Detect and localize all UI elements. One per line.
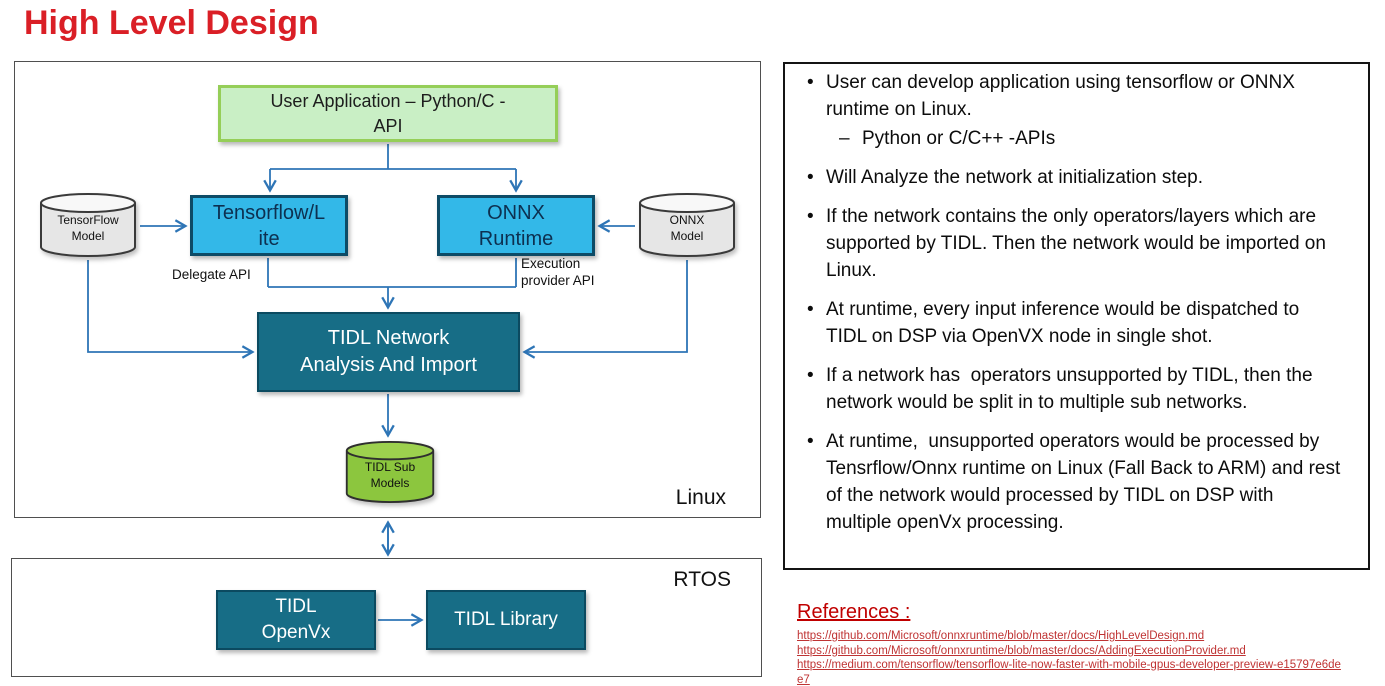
bullet-text: At runtime, every input inference would … bbox=[826, 299, 1305, 347]
bullet-item: If the network contains the only operato… bbox=[799, 203, 1344, 284]
references-section: References : https://github.com/Microsof… bbox=[797, 601, 1342, 686]
tidl-network-node: TIDL Network Analysis And Import bbox=[257, 312, 520, 392]
bullet-item: At runtime, every input inference would … bbox=[799, 296, 1344, 350]
tidl-library-node: TIDL Library bbox=[426, 590, 586, 650]
sub-bullet-text: Python or C/C++ -APIs bbox=[862, 128, 1056, 149]
reference-link[interactable]: https://github.com/Microsoft/onnxruntime… bbox=[797, 630, 1205, 642]
bullet-text: User can develop application using tenso… bbox=[826, 72, 1301, 120]
tidl-sub-models-label: TIDL Sub Models bbox=[364, 460, 416, 490]
bullet-item: At runtime, unsupported operators would … bbox=[799, 428, 1344, 536]
reference-link[interactable]: https://github.com/Microsoft/onnxruntime… bbox=[797, 644, 1246, 657]
onnx-model-cylinder: ONNX Model bbox=[637, 192, 737, 258]
bullet-item: Will Analyze the network at initializati… bbox=[799, 164, 1344, 191]
linux-panel: Linux bbox=[14, 61, 761, 518]
references-list: https://github.com/Microsoft/onnxruntime… bbox=[797, 629, 1342, 686]
bullet-item: User can develop application using tenso… bbox=[799, 69, 1344, 152]
notes-panel: User can develop application using tenso… bbox=[783, 62, 1370, 570]
tensorflow-lite-node: Tensorflow/L ite bbox=[190, 195, 348, 256]
cylinder-shape bbox=[639, 193, 735, 257]
rtos-label: RTOS bbox=[673, 568, 731, 591]
tensorflow-model-cylinder: TensorFlow Model bbox=[38, 192, 138, 258]
tensorflow-model-label: TensorFlow Model bbox=[57, 213, 119, 243]
bullet-text: If a network has operators unsupported b… bbox=[826, 365, 1318, 413]
bullet-text: Will Analyze the network at initializati… bbox=[826, 167, 1204, 188]
bullet-item: If a network has operators unsupported b… bbox=[799, 362, 1344, 416]
onnx-runtime-node: ONNX Runtime bbox=[437, 195, 595, 256]
cylinder-shape bbox=[40, 193, 136, 257]
rtos-panel: RTOS bbox=[11, 558, 762, 677]
linux-label: Linux bbox=[675, 486, 726, 509]
bullet-text: If the network contains the only operato… bbox=[826, 206, 1332, 281]
page-title: High Level Design bbox=[24, 4, 319, 42]
user-application-node: User Application – Python/C - API bbox=[218, 85, 558, 142]
execution-provider-api-label: Execution provider API bbox=[521, 256, 595, 288]
bullet-text: At runtime, unsupported operators would … bbox=[826, 431, 1346, 533]
cylinder-shape bbox=[345, 440, 435, 504]
tidl-sub-models-cylinder: TIDL Sub Models bbox=[344, 440, 436, 504]
delegate-api-label: Delegate API bbox=[172, 267, 251, 282]
onnx-model-label: ONNX Model bbox=[669, 213, 705, 243]
references-heading: References : bbox=[797, 601, 911, 623]
tidl-openvx-node: TIDL OpenVx bbox=[216, 590, 376, 650]
reference-link[interactable]: https://medium.com/tensorflow/tensorflow… bbox=[797, 659, 1341, 686]
sub-bullet-item: Python or C/C++ -APIs bbox=[826, 125, 1344, 152]
notes-list: User can develop application using tenso… bbox=[799, 69, 1344, 536]
